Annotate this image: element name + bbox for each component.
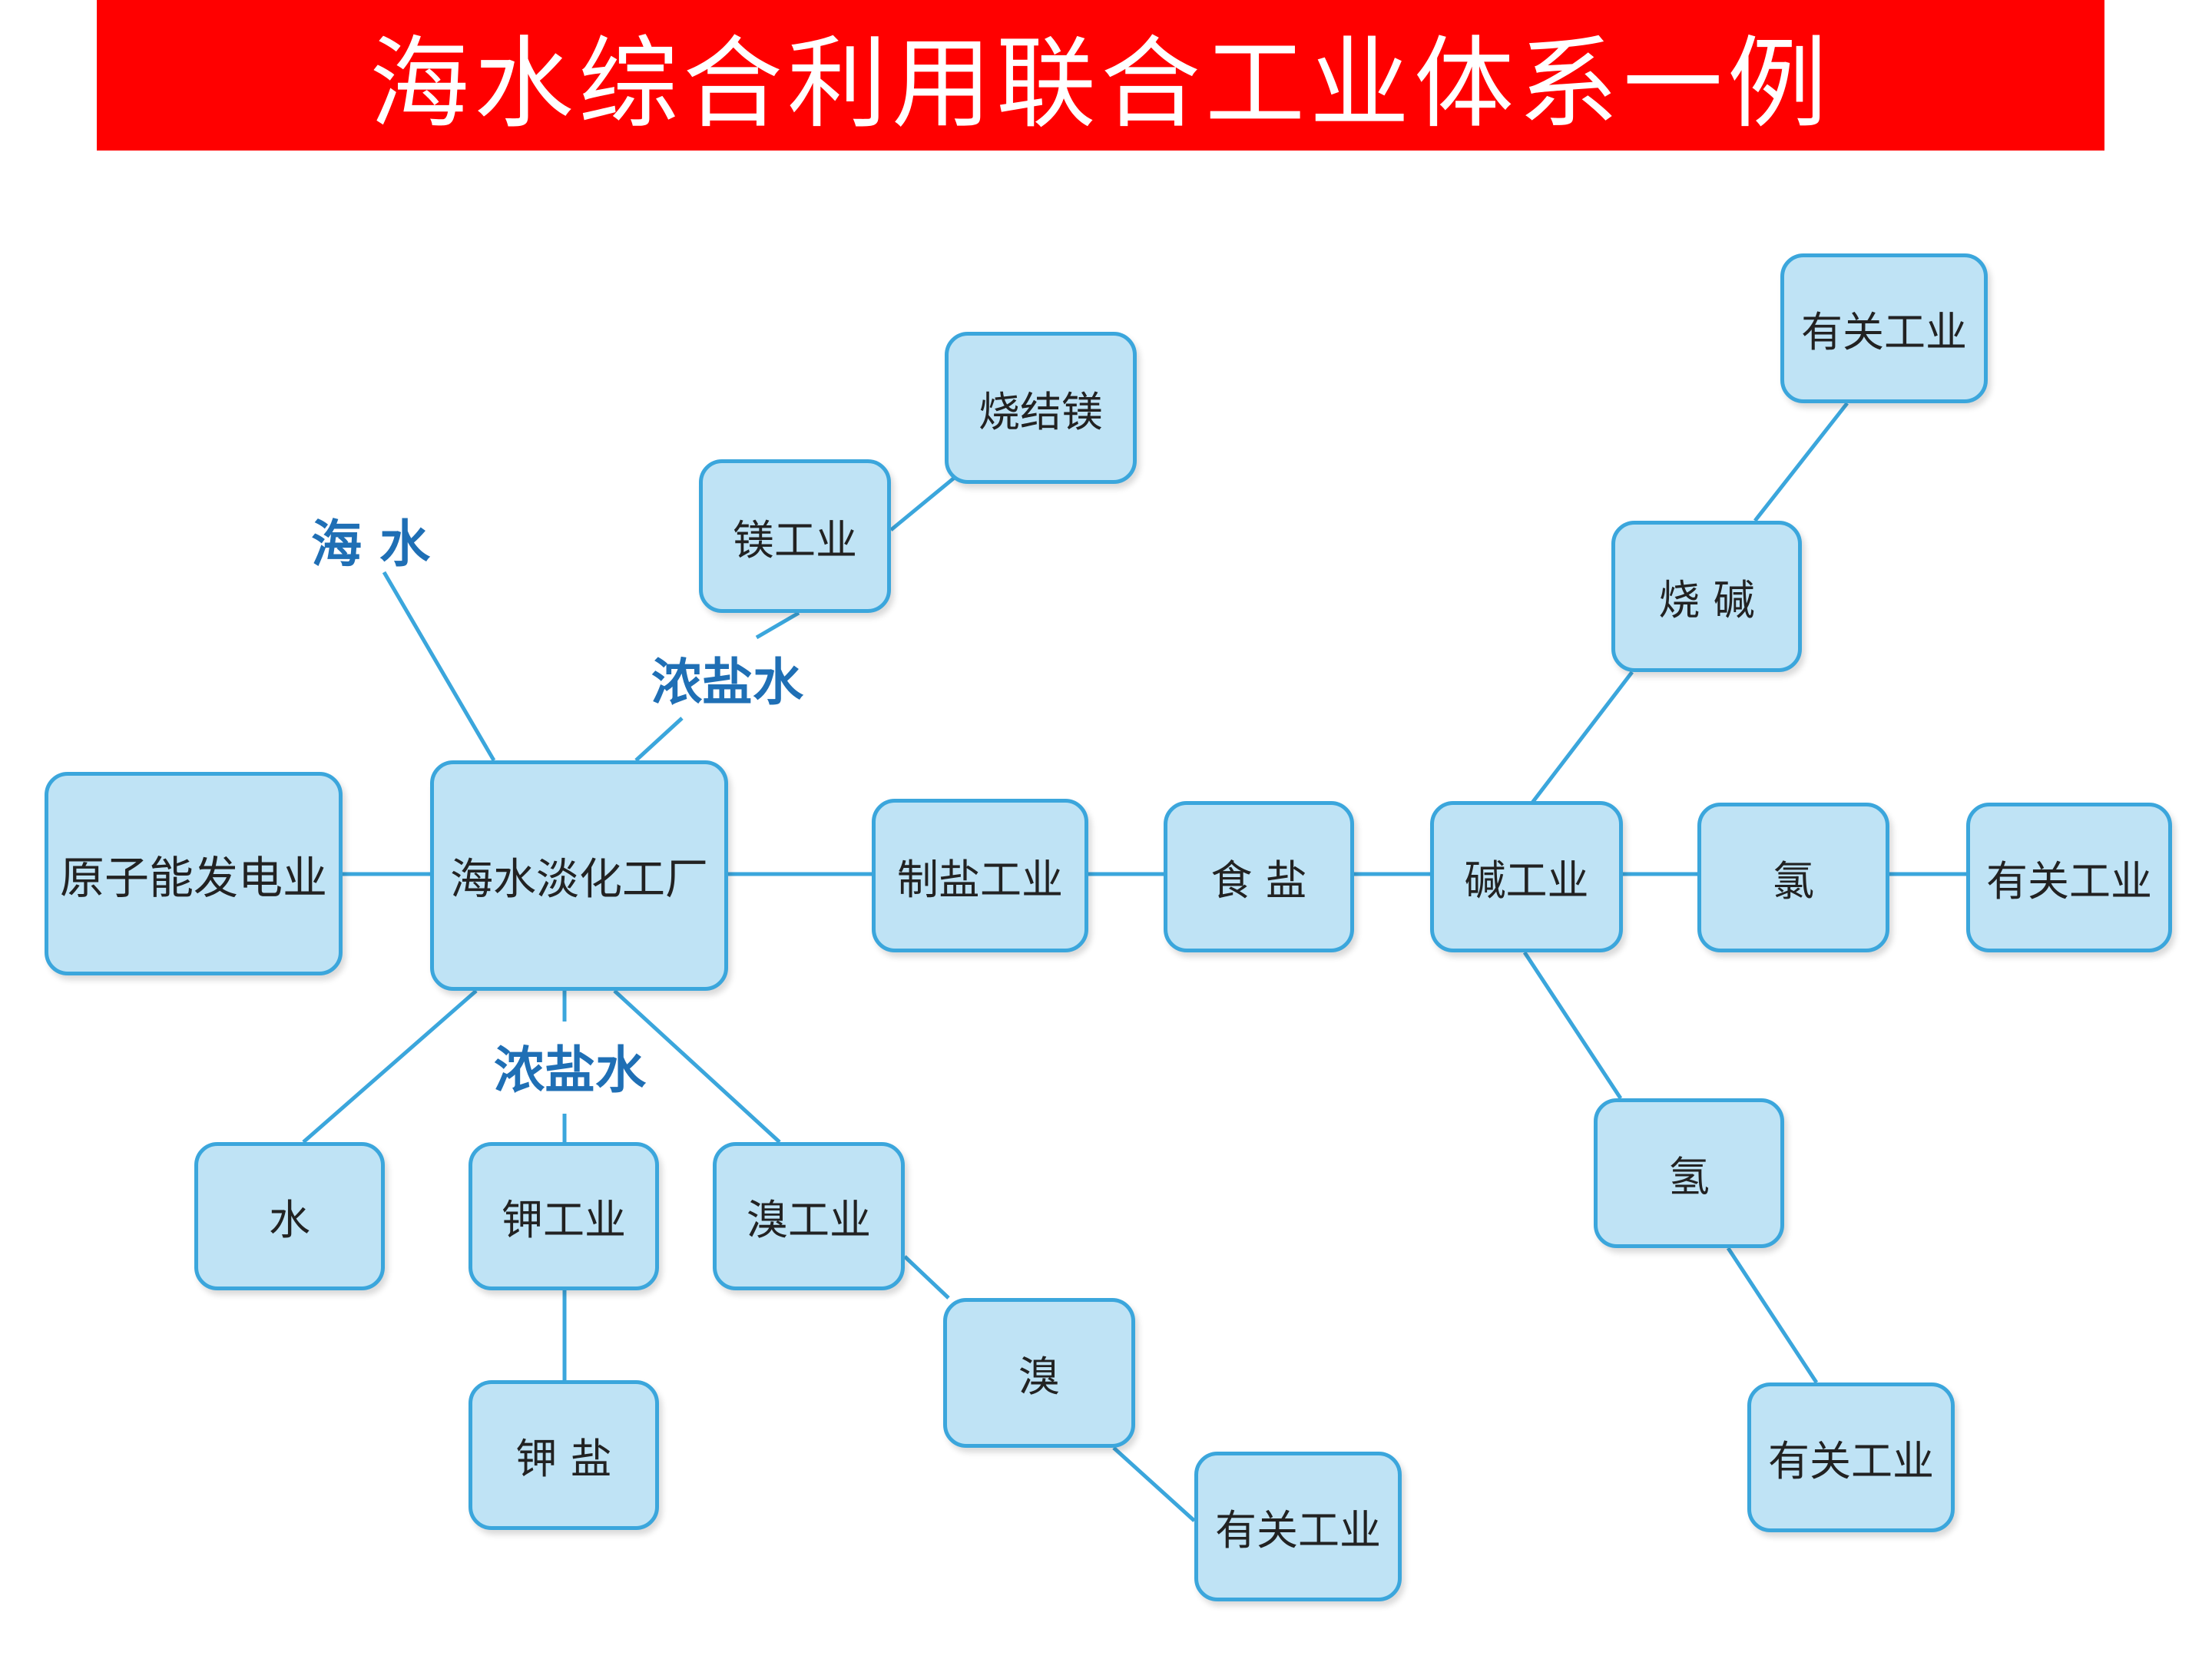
node-chlorine: 氯 [1697, 803, 1889, 952]
node-sintered-magnesium: 烧结镁 [945, 332, 1137, 484]
label-brine-bottom: 浓盐水 [494, 1041, 646, 1100]
node-hydrogen: 氢 [1594, 1098, 1784, 1248]
line-alkali-caustic [1531, 671, 1634, 804]
node-magnesium-industry: 镁工业 [699, 459, 891, 613]
node-related-industry-bromine: 有关工业 [1194, 1452, 1402, 1601]
label-brine-top: 浓盐水 [651, 653, 803, 712]
line-alkali-hydrogen [1522, 951, 1623, 1100]
node-alkali-industry: 碱工业 [1430, 801, 1623, 952]
node-desalination-plant: 海水淡化工厂 [430, 760, 728, 991]
line-brine-magnesium [755, 611, 800, 640]
line-bromine-bromine [903, 1255, 950, 1300]
node-related-industry-hydrogen: 有关工业 [1747, 1382, 1955, 1532]
line-seawater-plant [382, 571, 496, 762]
node-related-industry-chlorine: 有关工业 [1966, 803, 2172, 952]
node-related-industry-top: 有关工业 [1780, 253, 1988, 403]
node-nuclear-power: 原子能发电业 [45, 772, 343, 975]
line-hydrogen-related [1726, 1247, 1819, 1384]
node-water: 水 [194, 1142, 385, 1290]
diagram-title: 海水综合利用联合工业体系一例 [369, 25, 1832, 142]
line-plant-water [302, 989, 478, 1144]
line-plant-bromine [613, 989, 781, 1144]
node-bromine: 溴 [943, 1298, 1135, 1448]
line-bromine-related [1112, 1446, 1196, 1522]
line-plant-brine-top [634, 717, 684, 762]
node-table-salt: 食 盐 [1164, 801, 1354, 952]
title-banner: 海水综合利用联合工业体系一例 [97, 0, 2104, 151]
label-seawater: 海 水 [311, 515, 430, 574]
node-salt-industry: 制盐工业 [872, 799, 1088, 952]
node-potassium-industry: 钾工业 [469, 1142, 659, 1290]
line-magnesium-sintered [889, 475, 958, 531]
line-caustic-related [1753, 402, 1849, 522]
node-bromine-industry: 溴工业 [713, 1142, 905, 1290]
node-potassium-salt: 钾 盐 [469, 1380, 659, 1530]
node-caustic-soda: 烧 碱 [1611, 521, 1802, 672]
